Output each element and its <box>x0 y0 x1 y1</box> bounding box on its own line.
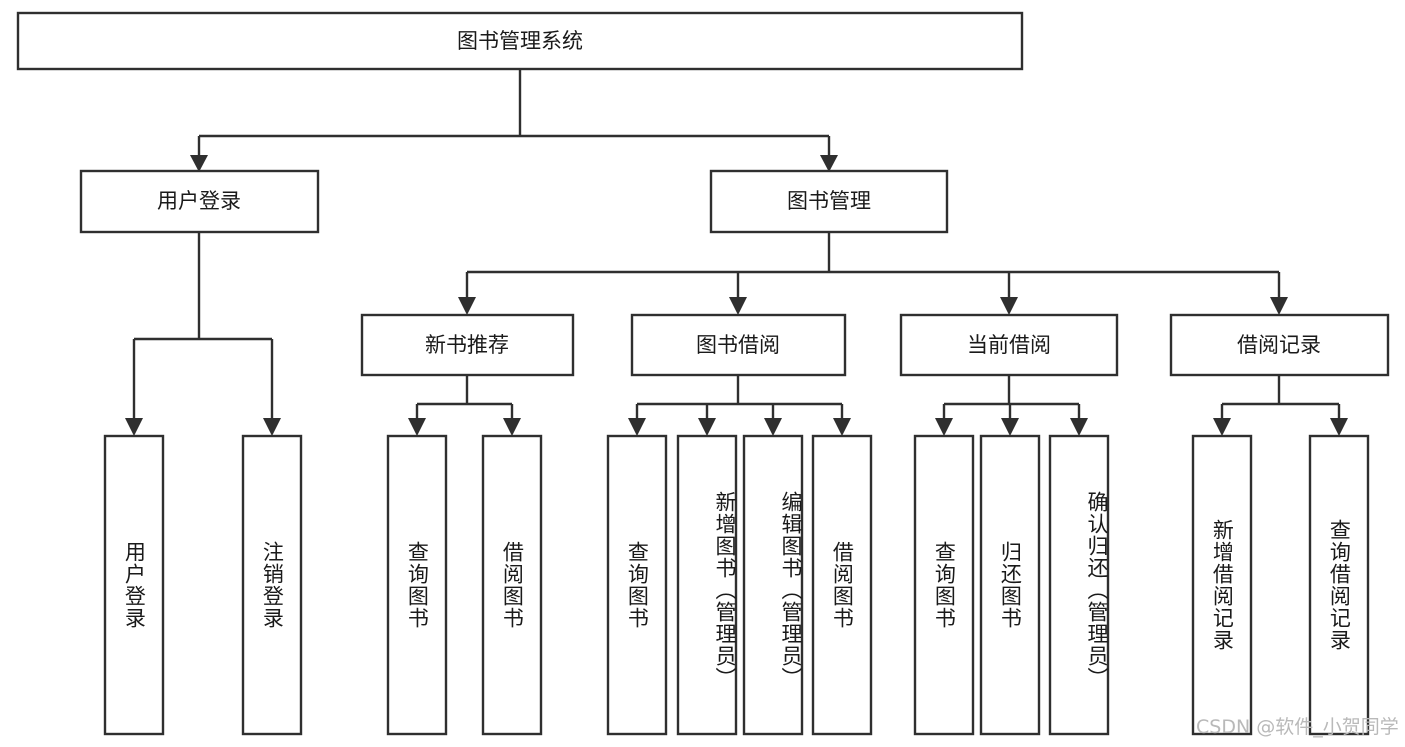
arrow-head-leaf-add-record <box>1213 418 1231 436</box>
node-leaf-user-login-box[interactable] <box>103 434 165 736</box>
node-user-login-box[interactable] <box>79 169 320 234</box>
connector-group <box>125 69 1348 436</box>
connector-borrow-record-trunk <box>1220 375 1341 421</box>
node-book-manage-label: 图书管理 <box>787 189 871 213</box>
node-book-manage[interactable]: 图书管理 <box>709 169 949 234</box>
arrow-head-leaf-edit-book <box>764 418 782 436</box>
node-borrow-record[interactable]: 借阅记录 <box>1169 313 1390 377</box>
arrow-head-user-login <box>190 155 208 172</box>
arrow-head-current-borrow <box>1000 297 1018 315</box>
node-leaf-borrow-book-2-box[interactable] <box>811 434 873 736</box>
node-current-borrow-box[interactable] <box>899 313 1119 377</box>
node-book-borrow-box[interactable] <box>630 313 847 377</box>
arrow-head-leaf-logout <box>263 418 281 436</box>
leaf-boxes <box>103 434 1370 736</box>
connector-user-login-trunk <box>132 232 274 421</box>
arrow-head-leaf-borrow-book-2 <box>833 418 851 436</box>
node-leaf-query-book-2-box[interactable] <box>606 434 668 736</box>
connector-book-manage-trunk <box>465 232 1281 300</box>
node-user-login[interactable]: 用户登录 <box>79 169 320 234</box>
node-leaf-add-record-box[interactable] <box>1191 434 1253 736</box>
node-root[interactable]: 图书管理系统 <box>16 11 1024 71</box>
node-root-label: 图书管理系统 <box>457 29 583 53</box>
node-borrow-record-box[interactable] <box>1169 313 1390 377</box>
arrow-head-leaf-query-book-3 <box>935 418 953 436</box>
node-new-book-rec[interactable]: 新书推荐 <box>360 313 575 377</box>
node-book-borrow-label: 图书借阅 <box>696 333 780 357</box>
node-leaf-borrow-book-1-box[interactable] <box>481 434 543 736</box>
arrow-head-leaf-borrow-book-1 <box>503 418 521 436</box>
arrow-head-leaf-add-book <box>698 418 716 436</box>
node-leaf-return-book-box[interactable] <box>979 434 1041 736</box>
node-user-login-label: 用户登录 <box>157 189 241 213</box>
node-root-box[interactable] <box>16 11 1024 71</box>
arrow-head-leaf-query-book-1 <box>408 418 426 436</box>
node-book-borrow[interactable]: 图书借阅 <box>630 313 847 377</box>
arrow-head-borrow-record <box>1270 297 1288 315</box>
node-book-manage-box[interactable] <box>709 169 949 234</box>
node-leaf-query-book-3-box[interactable] <box>913 434 975 736</box>
arrow-head-leaf-query-book-2 <box>628 418 646 436</box>
arrow-head-leaf-confirm-return <box>1070 418 1088 436</box>
node-leaf-query-record-box[interactable] <box>1308 434 1370 736</box>
node-current-borrow-label: 当前借阅 <box>967 333 1051 357</box>
node-leaf-add-book-box[interactable] <box>676 434 738 736</box>
node-borrow-record-label: 借阅记录 <box>1237 333 1321 357</box>
node-new-book-rec-box[interactable] <box>360 313 575 377</box>
connector-book-borrow-trunk <box>635 375 844 421</box>
connector-new-book-rec-trunk <box>415 375 514 421</box>
arrow-head-leaf-query-record <box>1330 418 1348 436</box>
node-current-borrow[interactable]: 当前借阅 <box>899 313 1119 377</box>
arrow-head-leaf-return-book <box>1001 418 1019 436</box>
arrow-head-leaf-user-login <box>125 418 143 436</box>
node-leaf-query-book-1-box[interactable] <box>386 434 448 736</box>
arrow-head-book-borrow <box>729 297 747 315</box>
node-leaf-logout-box[interactable] <box>241 434 303 736</box>
node-leaf-edit-book-box[interactable] <box>742 434 804 736</box>
connector-current-borrow-trunk <box>942 375 1081 421</box>
node-new-book-rec-label: 新书推荐 <box>425 333 509 357</box>
arrow-head-book-manage <box>820 155 838 172</box>
connector-root-trunk <box>197 69 831 158</box>
arrow-head-new-book-rec <box>458 297 476 315</box>
node-leaf-confirm-return-box[interactable] <box>1048 434 1110 736</box>
csdn-watermark: CSDN @软件_小贺同学 <box>1196 716 1399 738</box>
